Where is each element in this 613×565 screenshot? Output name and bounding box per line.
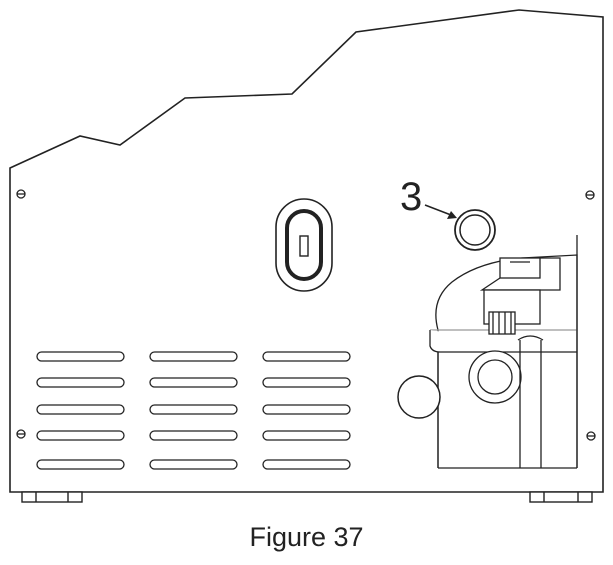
right-foot bbox=[529, 491, 593, 503]
vent-slot bbox=[36, 459, 125, 470]
vent-slot bbox=[262, 404, 351, 415]
left-foot bbox=[21, 491, 83, 503]
vent-slot bbox=[149, 351, 238, 362]
vent-slot bbox=[36, 351, 125, 362]
vent-slot bbox=[149, 404, 238, 415]
vent-slot bbox=[36, 404, 125, 415]
knockout-hole bbox=[397, 375, 441, 419]
compressor bbox=[429, 235, 578, 469]
screw-icon bbox=[16, 429, 26, 439]
screw-icon bbox=[585, 190, 595, 200]
vent-slot bbox=[149, 459, 238, 470]
vent-slot bbox=[36, 430, 125, 441]
screw-icon bbox=[16, 189, 26, 199]
unit-side-panel-diagram: 3 bbox=[9, 9, 604, 503]
latch-handle bbox=[275, 198, 333, 292]
ventilation-slots bbox=[36, 351, 351, 470]
figure-caption: Figure 37 bbox=[249, 522, 364, 552]
vent-slot bbox=[262, 430, 351, 441]
vent-slot bbox=[149, 430, 238, 441]
vent-slot bbox=[149, 377, 238, 388]
vent-slot bbox=[262, 459, 351, 470]
vent-slot bbox=[262, 351, 351, 362]
vent-slot bbox=[36, 377, 125, 388]
grommet-item-3 bbox=[454, 209, 496, 251]
callout-number: 3 bbox=[400, 175, 422, 219]
screw-icon bbox=[586, 431, 596, 441]
vent-slot bbox=[262, 377, 351, 388]
callout-arrow bbox=[424, 204, 457, 219]
